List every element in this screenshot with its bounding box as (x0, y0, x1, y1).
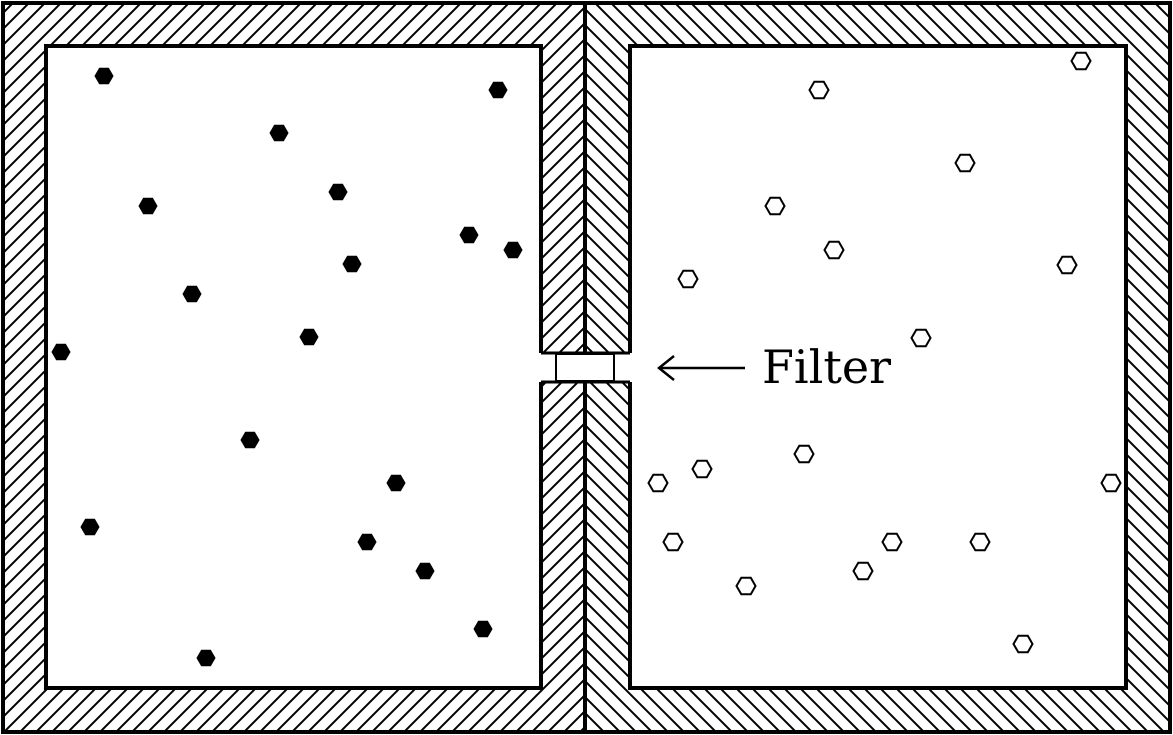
filled-hexagon-particle-icon (138, 197, 158, 215)
left-chamber (46, 46, 541, 688)
hollow-hexagon-particle-icon (1056, 255, 1078, 275)
filled-hexagon-particle-icon (240, 431, 260, 449)
right-particles (647, 51, 1122, 654)
filter-label: Filter (762, 340, 891, 394)
filled-hexagon-particle-icon (328, 183, 348, 201)
hollow-hexagon-particle-icon (1012, 634, 1034, 654)
filled-hexagon-particle-icon (269, 124, 289, 142)
hollow-hexagon-particle-icon (954, 153, 976, 173)
hollow-hexagon-particle-icon (764, 196, 786, 216)
filled-hexagon-particle-icon (182, 285, 202, 303)
filled-hexagon-particle-icon (80, 518, 100, 536)
filter-membrane (555, 353, 615, 382)
filled-hexagon-particle-icon (196, 649, 216, 667)
hollow-hexagon-particle-icon (735, 576, 757, 596)
filled-hexagon-particle-icon (386, 474, 406, 492)
left-particles (51, 67, 523, 667)
filled-hexagon-particle-icon (415, 562, 435, 580)
filled-hexagon-particle-icon (503, 241, 523, 259)
hollow-hexagon-particle-icon (969, 532, 991, 552)
filled-hexagon-particle-icon (342, 255, 362, 273)
hollow-hexagon-particle-icon (823, 240, 845, 260)
left-arrow-icon (656, 355, 745, 381)
filled-hexagon-particle-icon (51, 343, 71, 361)
hollow-hexagon-particle-icon (662, 532, 684, 552)
hollow-hexagon-particle-icon (691, 459, 713, 479)
hollow-hexagon-particle-icon (852, 561, 874, 581)
filled-hexagon-particle-icon (488, 81, 508, 99)
filled-hexagon-particle-icon (357, 533, 377, 551)
filled-hexagon-particle-icon (459, 226, 479, 244)
hollow-hexagon-particle-icon (808, 80, 830, 100)
hollow-hexagon-particle-icon (677, 269, 699, 289)
hollow-hexagon-particle-icon (1100, 473, 1122, 493)
hollow-hexagon-particle-icon (1070, 51, 1092, 71)
hollow-hexagon-particle-icon (881, 532, 903, 552)
filled-hexagon-particle-icon (94, 67, 114, 85)
filled-hexagon-particle-icon (299, 328, 319, 346)
hollow-hexagon-particle-icon (910, 328, 932, 348)
hollow-hexagon-particle-icon (793, 444, 815, 464)
filled-hexagon-particle-icon (473, 620, 493, 638)
hollow-hexagon-particle-icon (647, 473, 669, 493)
